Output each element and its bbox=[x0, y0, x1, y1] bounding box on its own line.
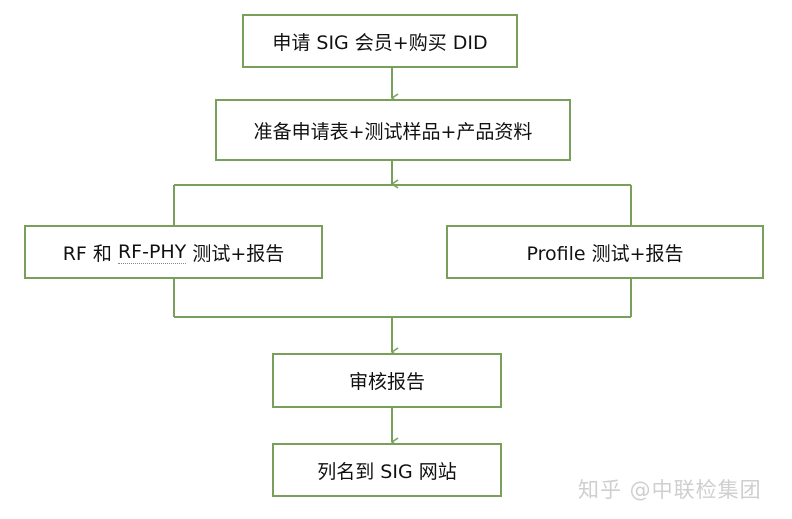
watermark: 知乎 @中联检集团 bbox=[578, 478, 762, 502]
step-apply-membership: 申请 SIG 会员+购买 DID bbox=[242, 14, 518, 68]
step-label: 准备申请表+测试样品+产品资料 bbox=[253, 120, 533, 143]
step-prepare-materials: 准备申请表+测试样品+产品资料 bbox=[215, 99, 571, 161]
step-label: Profile 测试+报告 bbox=[526, 242, 684, 265]
step-list-on-sig: 列名到 SIG 网站 bbox=[272, 443, 502, 497]
step-review-report: 审核报告 bbox=[272, 353, 502, 408]
step-label: 申请 SIG 会员+购买 DID bbox=[272, 31, 488, 54]
step-profile-test: Profile 测试+报告 bbox=[446, 225, 764, 279]
step-label: 测试+报告 bbox=[186, 242, 285, 265]
step-label: 审核报告 bbox=[348, 371, 425, 393]
step-rf-test: RF 和 RF-PHY 测试+报告 bbox=[24, 225, 323, 279]
step-term: RF-PHY bbox=[117, 240, 187, 264]
step-label: RF 和 bbox=[62, 242, 118, 265]
step-label: 列名到 SIG 网站 bbox=[317, 460, 457, 483]
